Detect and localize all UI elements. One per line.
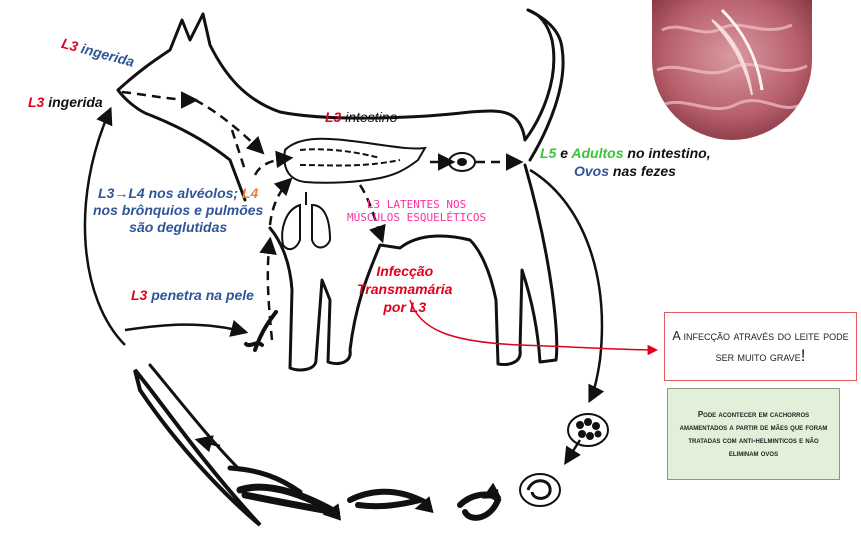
label-l5-adultos: L5 e Adultos no intestino,Ovos nas fezes <box>540 145 711 179</box>
cycle-arrows <box>83 106 605 521</box>
label-l3-intestino: L3 intestino <box>325 109 398 125</box>
intestine-drawing <box>283 137 427 184</box>
transmammary-arrow <box>409 299 659 356</box>
label-l3-ingerida-left: L3 ingerida <box>28 94 103 110</box>
note-box-grave: A infecção através do leite pode ser mui… <box>664 312 857 381</box>
dog-outline <box>116 8 565 372</box>
egg-small-drawing <box>448 152 476 172</box>
note-box-maes: Pode acontecer em cachorros amamentados … <box>667 388 840 480</box>
migration-arrows <box>121 90 524 341</box>
egg-larva-drawing <box>519 473 561 507</box>
larvae-drawing <box>133 310 502 527</box>
lungs-drawing <box>281 192 332 251</box>
intestine-photo <box>652 0 812 140</box>
egg-morula-drawing <box>567 413 609 447</box>
label-penetra: L3 penetra na pele <box>131 287 254 303</box>
